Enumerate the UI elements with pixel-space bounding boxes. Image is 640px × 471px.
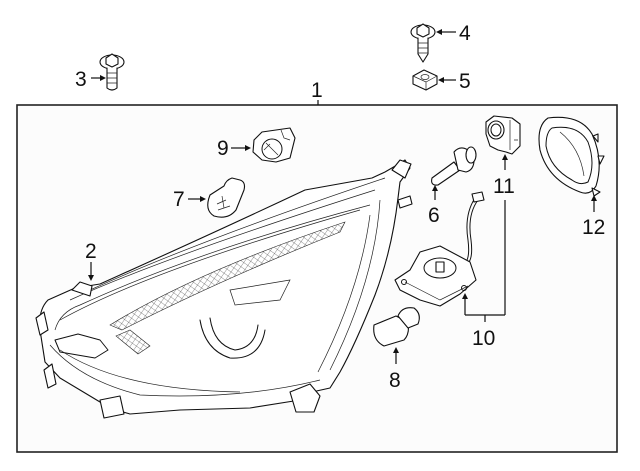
callout-6-label: 6 (428, 204, 440, 227)
socket-9-icon (252, 127, 296, 163)
callout-7[interactable]: 7 (173, 188, 206, 211)
bulb-7-icon (207, 177, 246, 218)
callout-5[interactable]: 5 (438, 70, 471, 93)
bulb-8-icon (373, 307, 420, 347)
callout-9-label: 9 (217, 137, 229, 160)
callout-11-label: 11 (493, 175, 515, 198)
callout-11[interactable]: 11 (493, 154, 515, 198)
callout-3[interactable]: 3 (75, 68, 106, 91)
callout-6[interactable]: 6 (428, 185, 440, 227)
callout-4[interactable]: 4 (436, 22, 471, 45)
callout-5-label: 5 (459, 70, 471, 93)
dust-cover-12-icon (538, 116, 605, 197)
callout-2-label: 2 (85, 240, 97, 263)
screw-4-icon (410, 23, 436, 63)
callout-1-label: 1 (311, 79, 323, 102)
callout-10[interactable]: 10 (462, 200, 506, 350)
hid-bulb-6-icon (431, 146, 477, 186)
ballast-10-icon (394, 191, 485, 307)
callout-10-label: 10 (472, 327, 495, 350)
callout-7-label: 7 (173, 188, 185, 211)
callout-3-label: 3 (75, 68, 87, 91)
callout-12[interactable]: 12 (582, 195, 605, 239)
callout-4-label: 4 (459, 22, 471, 45)
callout-12-label: 12 (582, 216, 605, 239)
connector-11-icon (485, 115, 521, 155)
callout-2[interactable]: 2 (85, 240, 97, 281)
nut-5-icon (412, 69, 438, 91)
callout-1[interactable]: 1 (311, 79, 323, 105)
headlamp-assembly-icon (35, 159, 413, 419)
callout-8-label: 8 (389, 369, 401, 392)
callout-8[interactable]: 8 (389, 347, 401, 392)
callout-9[interactable]: 9 (217, 137, 251, 160)
bolt-3-icon (99, 53, 125, 91)
